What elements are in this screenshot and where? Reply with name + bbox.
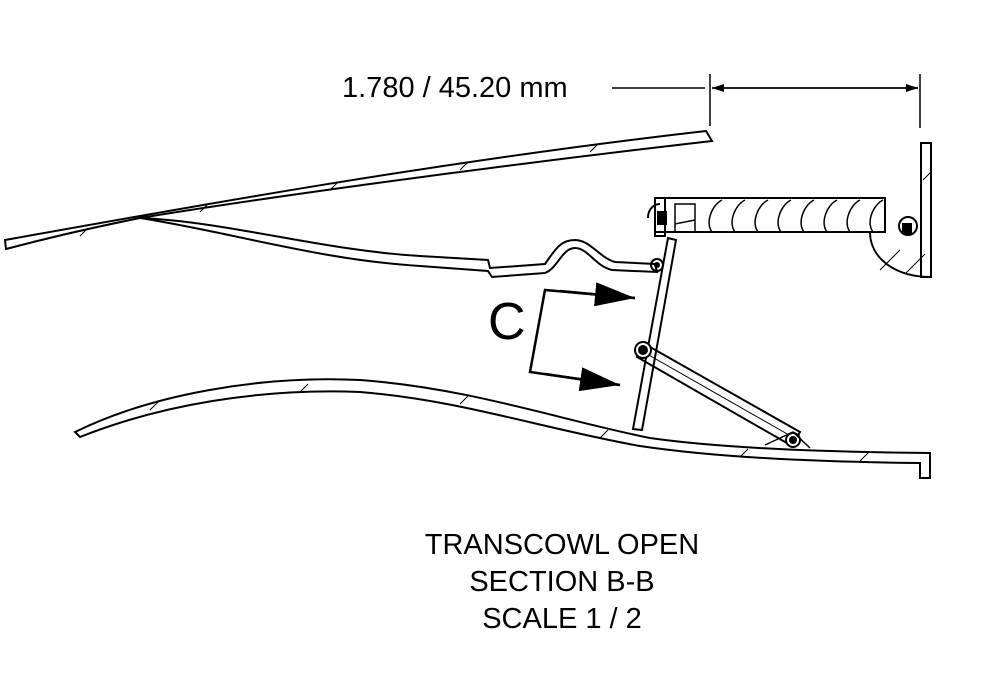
actuator — [647, 197, 886, 237]
caption-scale: SCALE 1 / 2 — [482, 603, 642, 635]
transcowl-outer-skin — [3, 129, 714, 251]
transcowl-inner-skin — [139, 217, 659, 279]
inner-fixed-structure — [73, 378, 931, 479]
view-c-label: C — [488, 293, 526, 351]
view-c-indicator — [528, 282, 636, 392]
rear-flange — [869, 142, 932, 278]
dimension-label: 1.780 / 45.20 mm — [342, 72, 568, 104]
caption-title: TRANSCOWL OPEN — [424, 529, 700, 561]
drag-link — [634, 341, 811, 449]
dimension-lines — [612, 74, 921, 128]
caption-section: SECTION B-B — [469, 566, 655, 598]
blocker-door — [631, 236, 678, 432]
door-hinge-pin — [650, 258, 664, 272]
